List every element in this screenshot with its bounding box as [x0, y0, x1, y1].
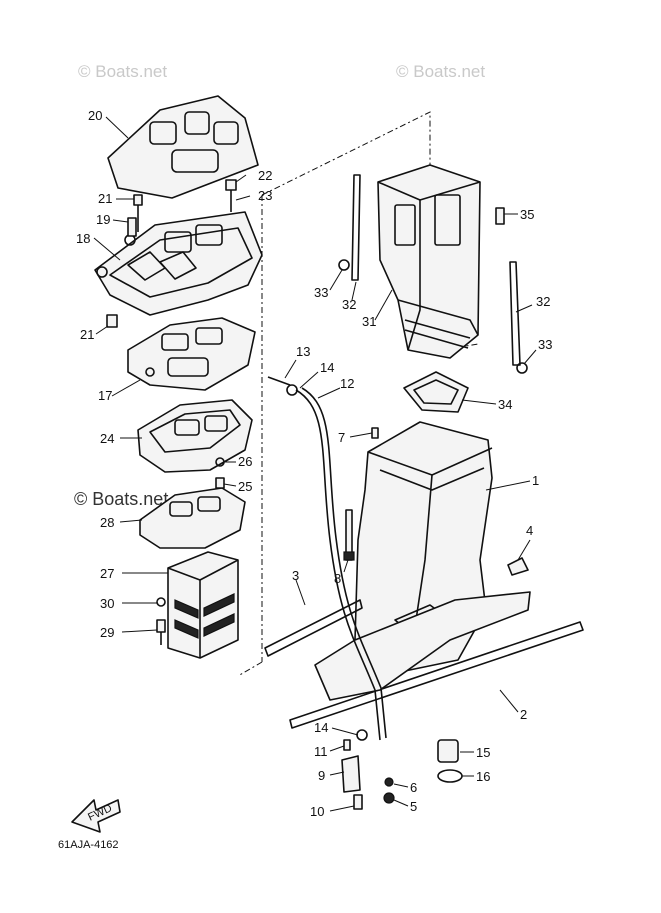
gasket-part-17 — [127, 317, 256, 391]
callout-14-bottom: 14 — [314, 720, 328, 735]
pin-part-11 — [343, 739, 351, 751]
callout-29: 29 — [100, 625, 114, 640]
exhaust-guide-part-31 — [377, 164, 481, 359]
washer-part-6 — [384, 777, 394, 787]
washer-part-16 — [437, 769, 463, 783]
callout-1: 1 — [532, 473, 539, 488]
water-hose-part-12 — [295, 389, 381, 741]
callout-35: 35 — [520, 207, 534, 222]
seal-strip-part-2 — [289, 621, 584, 729]
holder-part-9 — [341, 755, 361, 793]
nut-part-5 — [383, 792, 395, 804]
callout-21-top: 21 — [98, 191, 112, 206]
callout-19: 19 — [96, 212, 110, 227]
callout-3: 3 — [292, 568, 299, 583]
gasket-part-20 — [107, 95, 259, 199]
callout-25: 25 — [238, 479, 252, 494]
leader-lines — [93, 116, 537, 812]
fitting-part-13 — [267, 376, 291, 386]
clip-part-14-bottom — [356, 729, 368, 741]
watermark-top-right: © Boats.net — [396, 62, 485, 81]
pin-part-7 — [371, 427, 379, 439]
callout-7: 7 — [338, 430, 345, 445]
callout-14-top: 14 — [320, 360, 334, 375]
callout-16: 16 — [476, 769, 490, 784]
fwd-arrow-icon: FWD — [71, 799, 121, 833]
callout-32-right: 32 — [536, 294, 550, 309]
muffler-part-27 — [167, 551, 239, 659]
grommet-part-4 — [507, 557, 529, 576]
callout-28: 28 — [100, 515, 114, 530]
seal-part-32 — [351, 174, 521, 366]
clip-part-14-top — [286, 384, 298, 396]
callout-27: 27 — [100, 566, 114, 581]
callout-5: 5 — [410, 799, 417, 814]
callout-31: 31 — [362, 314, 376, 329]
watermark-middle: © Boats.net — [74, 489, 168, 509]
callout-23: 23 — [258, 188, 272, 203]
callout-13: 13 — [296, 344, 310, 359]
seal-strip-part-3 — [264, 599, 363, 657]
bolt-part-10 — [353, 794, 363, 810]
callout-15: 15 — [476, 745, 490, 760]
callout-12: 12 — [340, 376, 354, 391]
callout-17: 17 — [98, 388, 112, 403]
callout-26: 26 — [238, 454, 252, 469]
callout-4: 4 — [526, 523, 533, 538]
callout-32-left: 32 — [342, 297, 356, 312]
callout-labels: 20 22 21 23 19 18 21 17 13 14 12 24 26 2… — [76, 108, 552, 819]
callout-9: 9 — [318, 768, 325, 783]
plate-part-24 — [137, 399, 253, 473]
callout-34: 34 — [498, 397, 512, 412]
callout-21-bottom: 21 — [80, 327, 94, 342]
callout-6: 6 — [410, 780, 417, 795]
callout-33-left: 33 — [314, 285, 328, 300]
callout-11: 11 — [314, 744, 328, 759]
callout-22: 22 — [258, 168, 272, 183]
callout-24: 24 — [100, 431, 114, 446]
watermark-top-left: © Boats.net — [78, 62, 167, 81]
callout-20: 20 — [88, 108, 102, 123]
fasteners-left — [106, 179, 237, 645]
nut-part-33-left — [338, 259, 350, 271]
bolt-part-35 — [495, 207, 505, 225]
callout-2: 2 — [520, 707, 527, 722]
callout-18: 18 — [76, 231, 90, 246]
diagram-code: 61AJA-4162 — [58, 839, 119, 851]
nut-part-33-right — [516, 362, 528, 374]
callout-10: 10 — [310, 804, 324, 819]
gasket-part-28 — [139, 487, 246, 549]
callout-30: 30 — [100, 596, 114, 611]
callout-8: 8 — [334, 571, 341, 586]
bushing-part-15 — [437, 739, 459, 763]
manifold-part-18 — [94, 211, 263, 316]
callout-33-right: 33 — [538, 337, 552, 352]
gasket-part-34 — [403, 371, 469, 413]
